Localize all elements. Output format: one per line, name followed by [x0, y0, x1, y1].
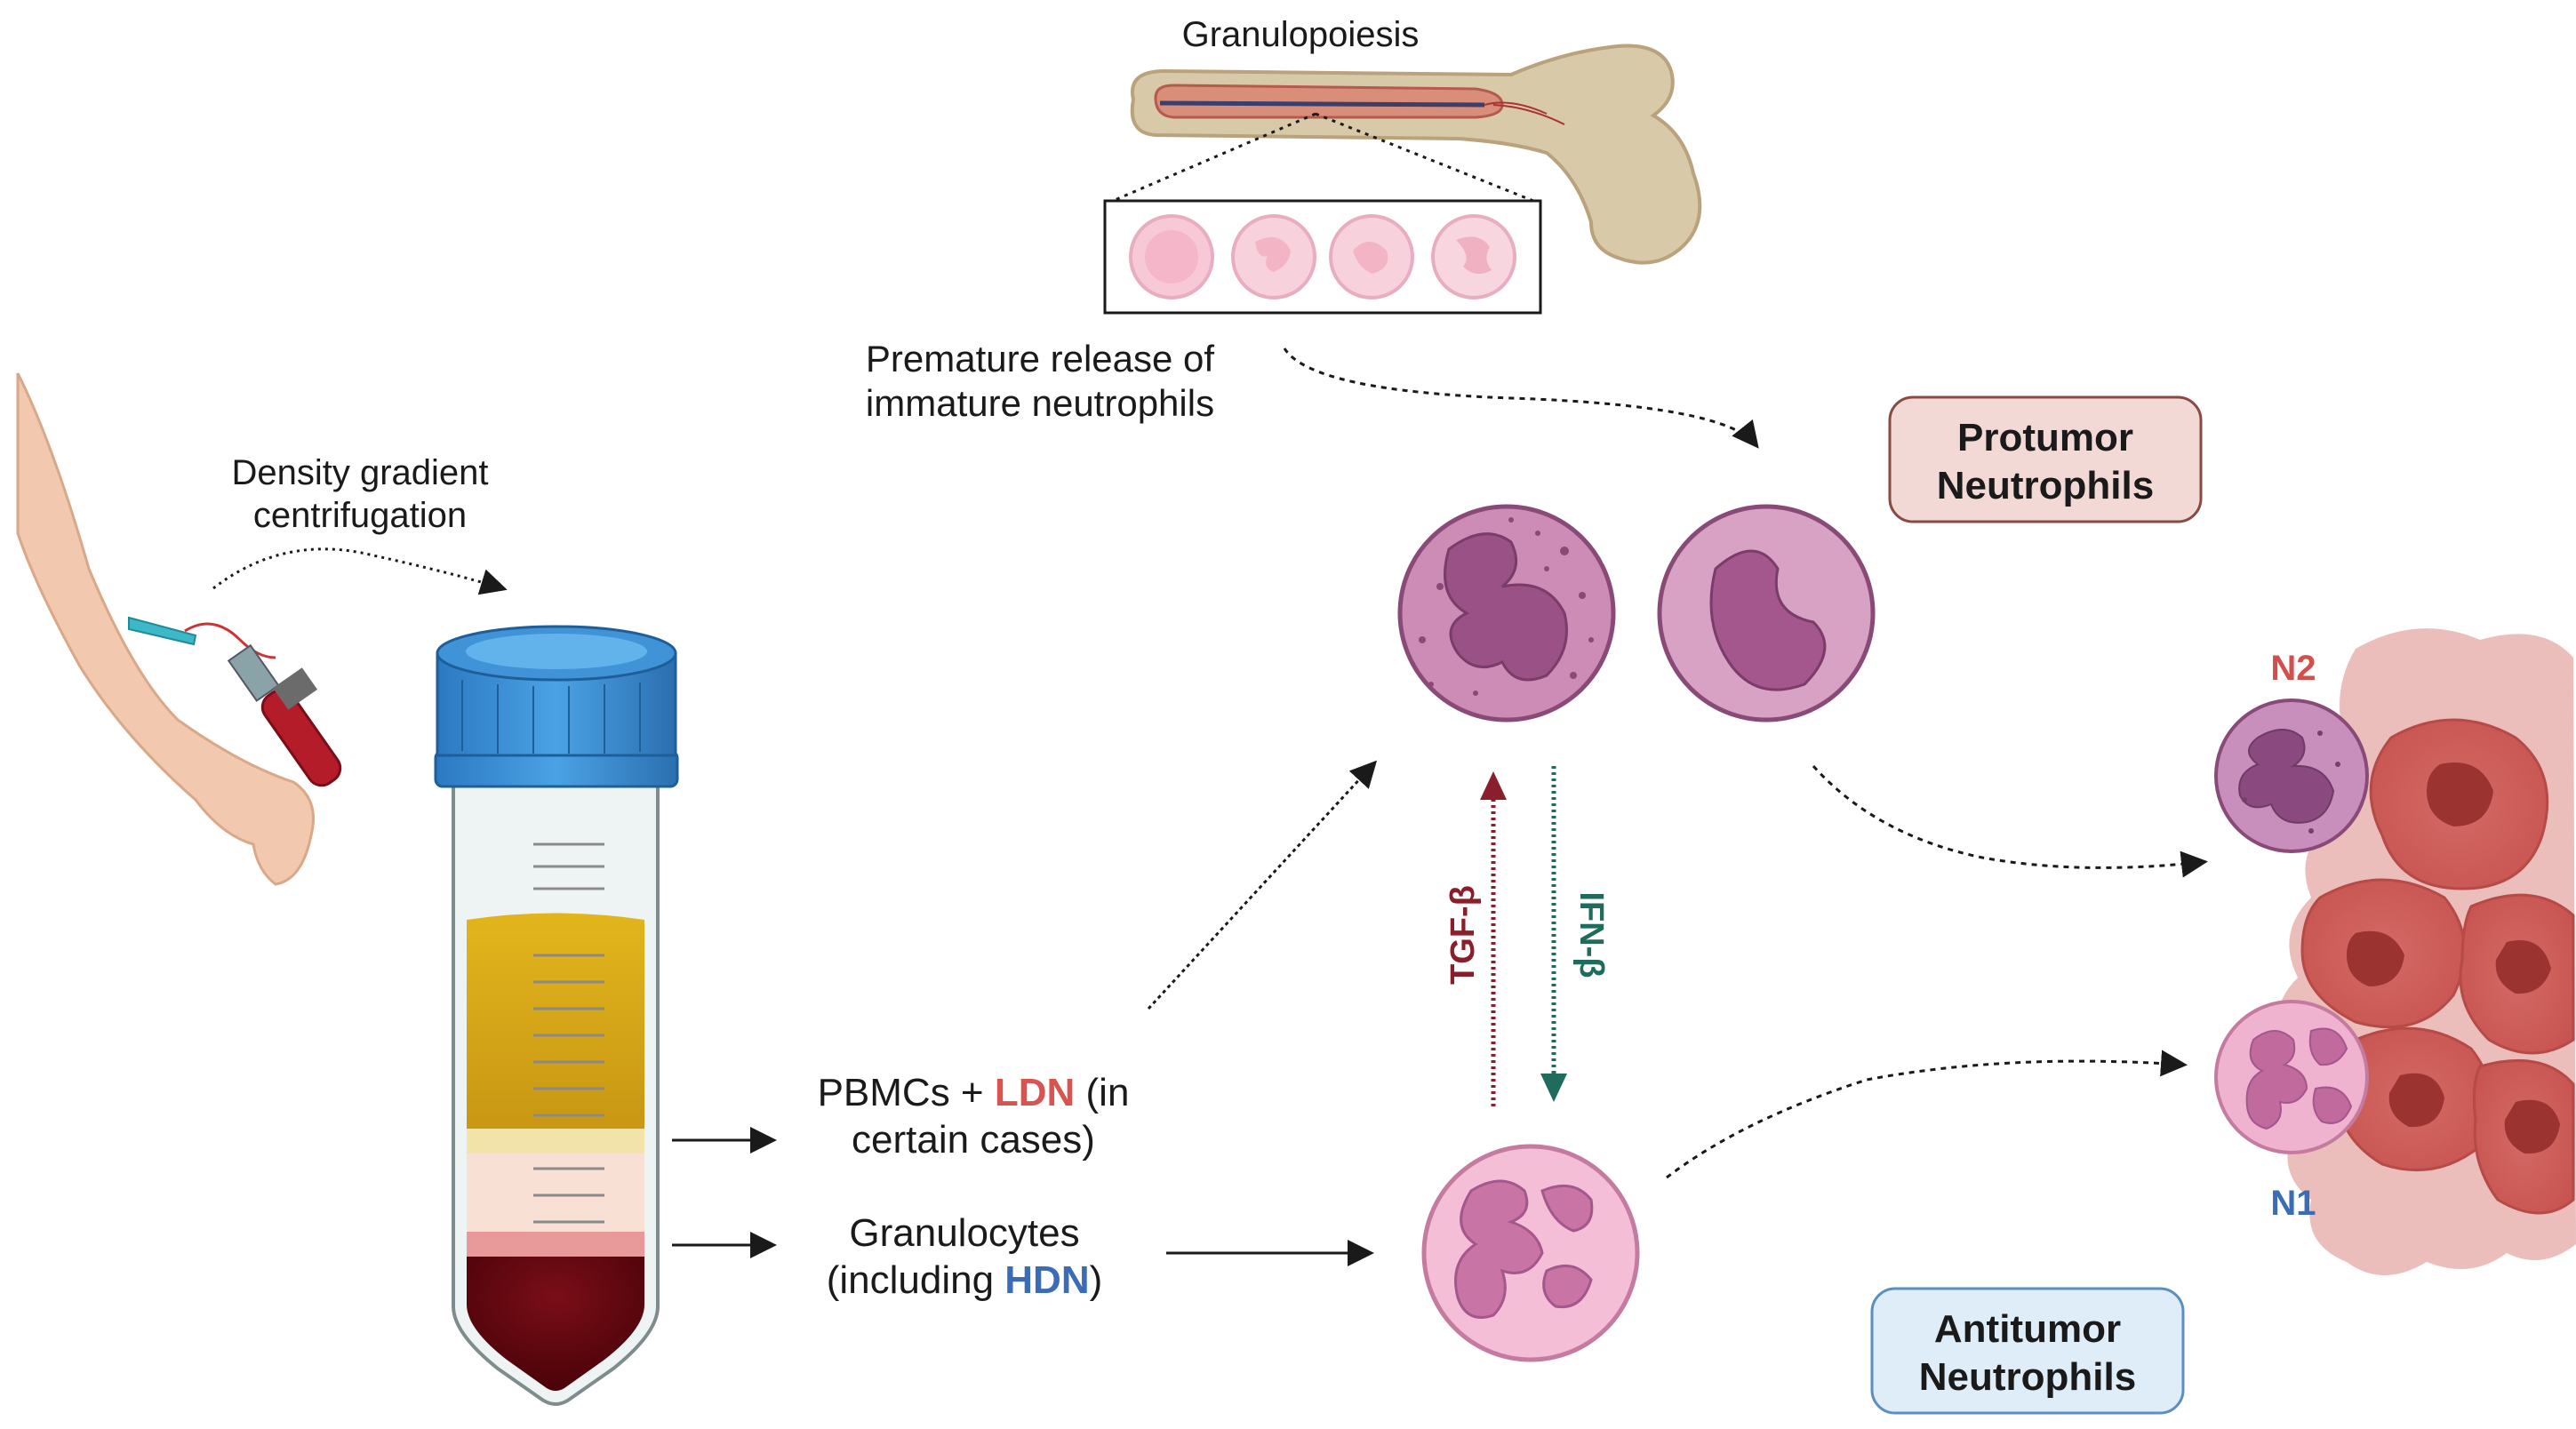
protumor-title-line1: Protumor	[1957, 416, 2133, 459]
n1-label: N1	[2270, 1184, 2316, 1223]
myelocyte-nucleus	[1353, 242, 1388, 274]
tgf-beta-arrow-head	[1480, 771, 1507, 800]
metamyelocyte-nucleus	[1456, 236, 1492, 275]
tgf-beta-label: TGF-β	[1444, 885, 1482, 985]
n2-label: N2	[2270, 649, 2316, 688]
plasma-layer	[467, 913, 644, 1129]
granulocytes-label-line2: (including HDN)	[827, 1258, 1103, 1302]
density-gradient-line2: centrifugation	[253, 496, 467, 535]
density-gradient-line1: Density gradient	[231, 453, 488, 492]
antitumor-title-line1: Antitumor	[1934, 1307, 2121, 1351]
antitumor-to-n1-arrow	[1666, 1050, 2188, 1179]
protumor-neutrophil-granular	[1397, 504, 1616, 722]
protumor-title-line2: Neutrophils	[1937, 464, 2154, 507]
premature-release-arrow	[1283, 347, 1759, 449]
antitumor-box	[1870, 1287, 2185, 1415]
ficoll-layer	[467, 1154, 644, 1232]
bone-illustration	[1130, 44, 1702, 265]
premature-release-line1: Premature release of	[866, 338, 1215, 379]
ifn-beta-arrow-head	[1540, 1074, 1567, 1102]
granulocytes-label-line1: Granulocytes	[849, 1211, 1079, 1255]
buffy-coat-pbmc-layer	[467, 1129, 644, 1154]
n1-neutrophil	[2214, 1000, 2369, 1154]
gran-prefix: (including	[827, 1258, 1005, 1302]
protumor-to-n2-arrow	[1812, 764, 2208, 878]
granulocyte-layer	[467, 1232, 644, 1257]
arm-blood-draw-illustration	[16, 372, 342, 886]
myeloblast-nucleus	[1145, 230, 1198, 283]
ifn-beta-label: IFN-β	[1572, 891, 1610, 978]
antitumor-neutrophil	[1421, 1144, 1640, 1362]
ldn-to-protumor-arrow	[1147, 760, 1378, 1010]
granulopoiesis-label: Granulopoiesis	[1182, 15, 1420, 54]
immature-cells-row	[1129, 214, 1516, 299]
centrifuge-tube	[434, 625, 679, 1406]
protumor-box	[1888, 395, 2203, 523]
n2-neutrophil	[2214, 699, 2369, 853]
pbmc-prefix: PBMCs +	[818, 1071, 995, 1114]
promyelocyte-nucleus	[1255, 236, 1291, 272]
pbmc-label-line1: PBMCs + LDN (in	[818, 1071, 1130, 1114]
premature-release-line2: immature neutrophils	[866, 382, 1214, 424]
centrifugation-arrow	[212, 547, 508, 595]
pbmc-suffix: (in	[1075, 1071, 1129, 1114]
zoom-line-right	[1315, 112, 1534, 203]
protumor-neutrophil-banded	[1657, 504, 1876, 722]
ldn-text: LDN	[995, 1071, 1075, 1114]
pbmc-label-line2: certain cases)	[852, 1118, 1095, 1162]
tube-cap-top-inner	[466, 634, 647, 669]
antitumor-title-line2: Neutrophils	[1919, 1355, 2136, 1399]
gran-suffix: )	[1090, 1258, 1103, 1302]
red-blood-cell-layer	[467, 1257, 644, 1391]
zoom-line-left	[1112, 112, 1316, 203]
hdn-text: HDN	[1004, 1258, 1089, 1302]
